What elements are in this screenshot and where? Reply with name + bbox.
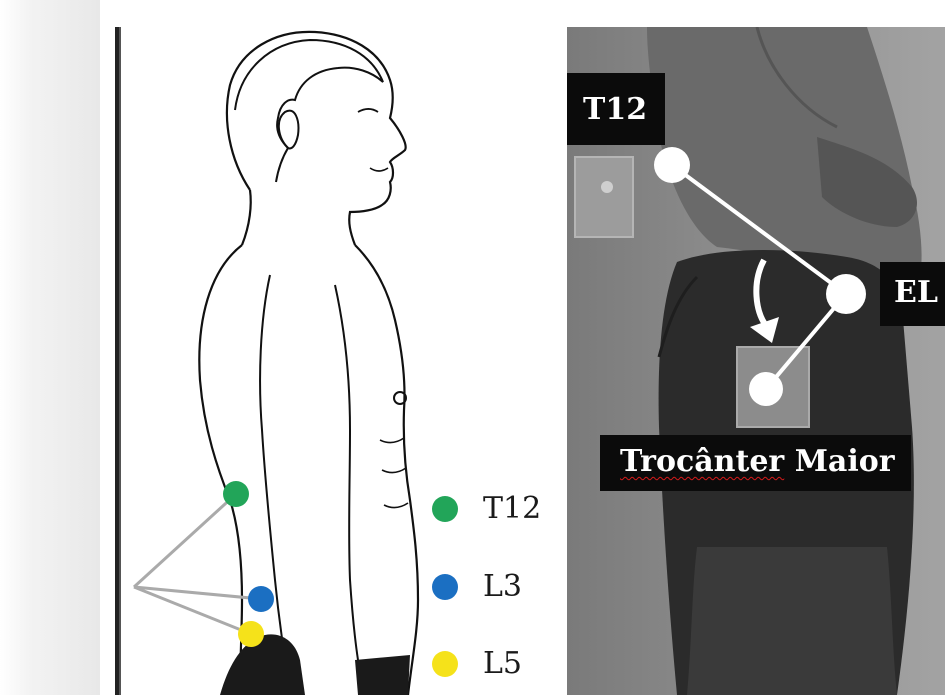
marker-l5 — [238, 621, 264, 647]
label-t12: T12 — [567, 73, 665, 145]
body-outline-figure: T12 L3 L5 — [100, 0, 567, 695]
front-outline — [355, 245, 418, 695]
legend-dot-l3 — [432, 574, 458, 600]
photo-marker-trochanter — [749, 372, 783, 406]
label-trochanter-word2: Maior — [795, 444, 895, 479]
pointer-line-l5 — [134, 587, 251, 634]
subject-photo: T12 EL Trocânter Maior — [567, 27, 945, 695]
marker-t12 — [223, 481, 249, 507]
marker-l3 — [248, 586, 274, 612]
head-outline — [227, 32, 406, 245]
legend-label-l3: L3 — [483, 572, 522, 602]
label-trochanter-word1: Trocânter — [620, 444, 784, 479]
photo-marker-t12 — [654, 147, 690, 183]
legend-label-l5: L5 — [483, 649, 522, 679]
legend-dot-l5 — [432, 651, 458, 677]
legend-label-t12: T12 — [483, 494, 541, 524]
label-trochanter: Trocânter Maior — [600, 435, 911, 491]
ear — [279, 111, 299, 149]
label-el: EL — [880, 262, 945, 326]
legend-dot-t12 — [432, 496, 458, 522]
pointer-line-t12 — [134, 494, 236, 587]
side-background — [0, 0, 100, 695]
arm-front — [335, 285, 358, 660]
photo-marker-el — [826, 274, 866, 314]
